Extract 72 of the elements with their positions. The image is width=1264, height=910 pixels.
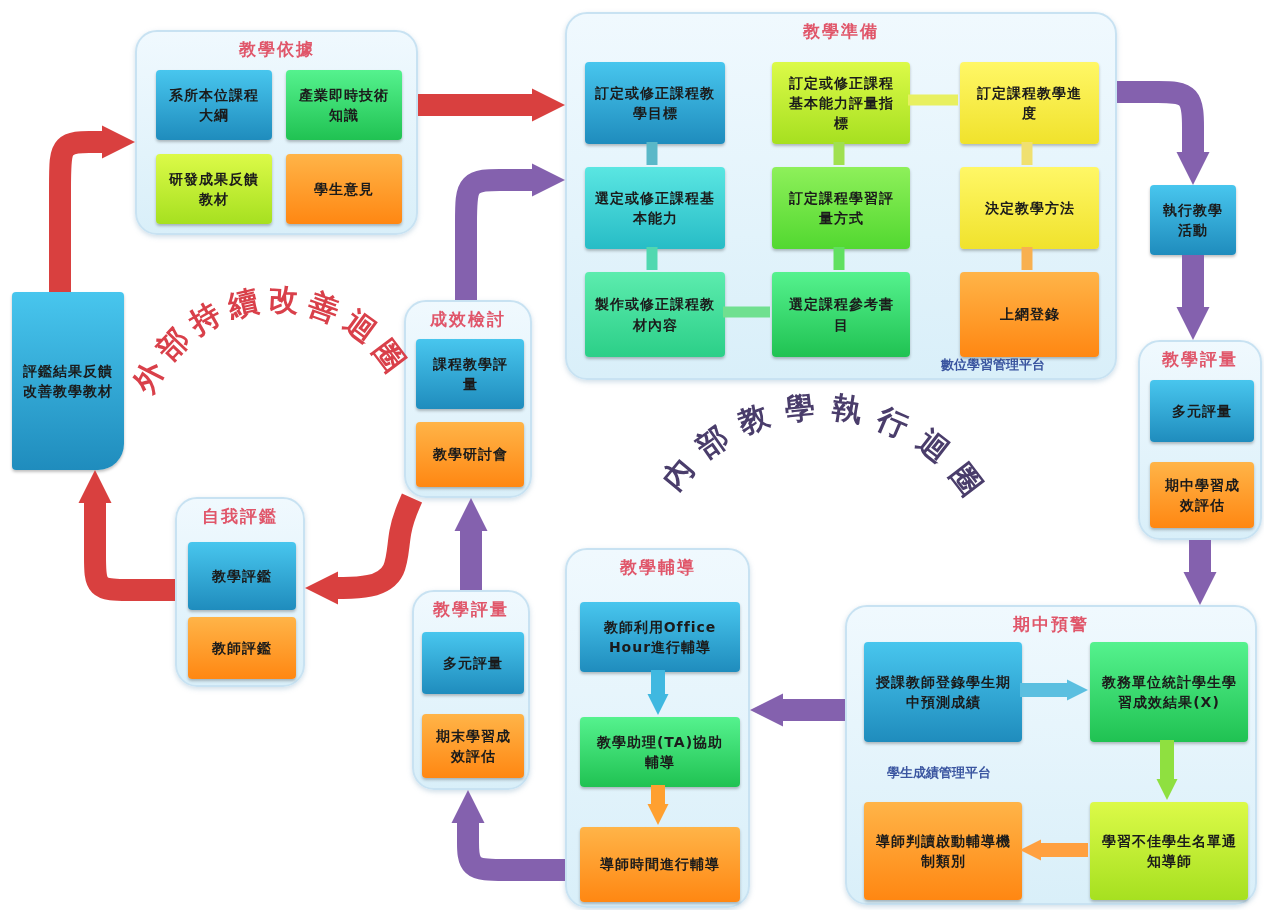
step-box: 學習不佳學生名單通知導師	[1090, 802, 1248, 900]
group-title: 自我評鑑	[201, 505, 279, 528]
step-box: 執行教學活動	[1150, 185, 1236, 255]
connector-bar	[646, 247, 658, 270]
group-panel	[1138, 340, 1262, 540]
group-panel	[412, 590, 530, 790]
connector-bar	[646, 142, 658, 165]
step-box: 訂定課程教學進度	[960, 62, 1099, 144]
step-box: 教務單位統計學生學習成效結果(X)	[1090, 642, 1248, 742]
arrow	[647, 785, 669, 825]
group-title: 教學評量	[1161, 348, 1239, 371]
arrow	[1020, 679, 1088, 701]
loop-label: 外部持續改善迴圈	[126, 281, 413, 399]
connector-bar	[908, 94, 958, 106]
block-arrow	[451, 790, 566, 881]
group-title: 教學輔導	[618, 556, 697, 579]
connector-bar	[1021, 142, 1033, 165]
step-box: 教師利用Office Hour進行輔導	[580, 602, 740, 672]
step-box: 上網登錄	[960, 272, 1099, 357]
connector-bar	[833, 247, 845, 270]
block-arrow	[49, 125, 135, 292]
block-arrow	[305, 492, 423, 605]
loop-label: 內部教學執行迴圈	[654, 388, 990, 503]
step-box: 系所本位課程大綱	[156, 70, 272, 140]
step-box: 期中學習成效評估	[1150, 462, 1254, 528]
group-panel	[175, 497, 305, 687]
step-box: 課程教學評量	[416, 339, 524, 409]
arrow	[1156, 740, 1178, 800]
platform-note: 學生成績管理平台	[887, 764, 991, 782]
group-title: 教學準備	[802, 20, 880, 43]
connector-bar	[723, 306, 770, 318]
group-panel	[565, 548, 750, 908]
step-box: 教師評鑑	[188, 617, 296, 679]
step-box: 訂定課程學習評量方式	[772, 167, 910, 249]
step-box: 多元評量	[1150, 380, 1254, 442]
arrow	[647, 670, 669, 715]
step-box: 導師判讀啟動輔導機制類別	[864, 802, 1022, 900]
group-title: 教學依據	[237, 38, 316, 61]
step-box: 教學評鑑	[188, 542, 296, 610]
block-arrow	[1176, 255, 1210, 340]
step-box: 產業即時技術知識	[286, 70, 402, 140]
group-title: 成效檢討	[429, 308, 507, 331]
platform-note: 數位學習管理平台	[941, 356, 1045, 374]
group-title: 教學評量	[432, 598, 510, 621]
block-arrow	[78, 470, 178, 601]
step-box: 導師時間進行輔導	[580, 827, 740, 902]
block-arrow	[750, 693, 845, 727]
step-box: 評鑑結果反饋改善教學教材	[12, 292, 124, 470]
group-panel	[135, 30, 418, 235]
step-box: 多元評量	[422, 632, 524, 694]
step-box: 研發成果反饋教材	[156, 154, 272, 224]
block-arrow	[454, 498, 488, 590]
step-box: 教學助理(TA)協助輔導	[580, 717, 740, 787]
step-box: 選定或修正課程基本能力	[585, 167, 725, 249]
step-box: 製作或修正課程教材內容	[585, 272, 725, 357]
arrow	[1020, 839, 1088, 861]
step-box: 決定教學方法	[960, 167, 1099, 249]
block-arrow	[455, 163, 565, 300]
block-arrow	[418, 88, 565, 122]
step-box: 訂定或修正課程基本能力評量指標	[772, 62, 910, 144]
step-box: 學生意見	[286, 154, 402, 224]
step-box: 選定課程參考書目	[772, 272, 910, 357]
group-panel	[845, 605, 1257, 905]
group-title: 期中預警	[1012, 613, 1090, 636]
step-box: 訂定或修正課程教學目標	[585, 62, 725, 144]
block-arrow	[1183, 540, 1217, 605]
step-box: 授課教師登錄學生期中預測成績	[864, 642, 1022, 742]
connector-bar	[1021, 247, 1033, 270]
step-box: 期末學習成效評估	[422, 714, 524, 778]
group-panel	[565, 12, 1117, 380]
step-box: 教學研討會	[416, 422, 524, 487]
connector-bar	[833, 142, 845, 165]
